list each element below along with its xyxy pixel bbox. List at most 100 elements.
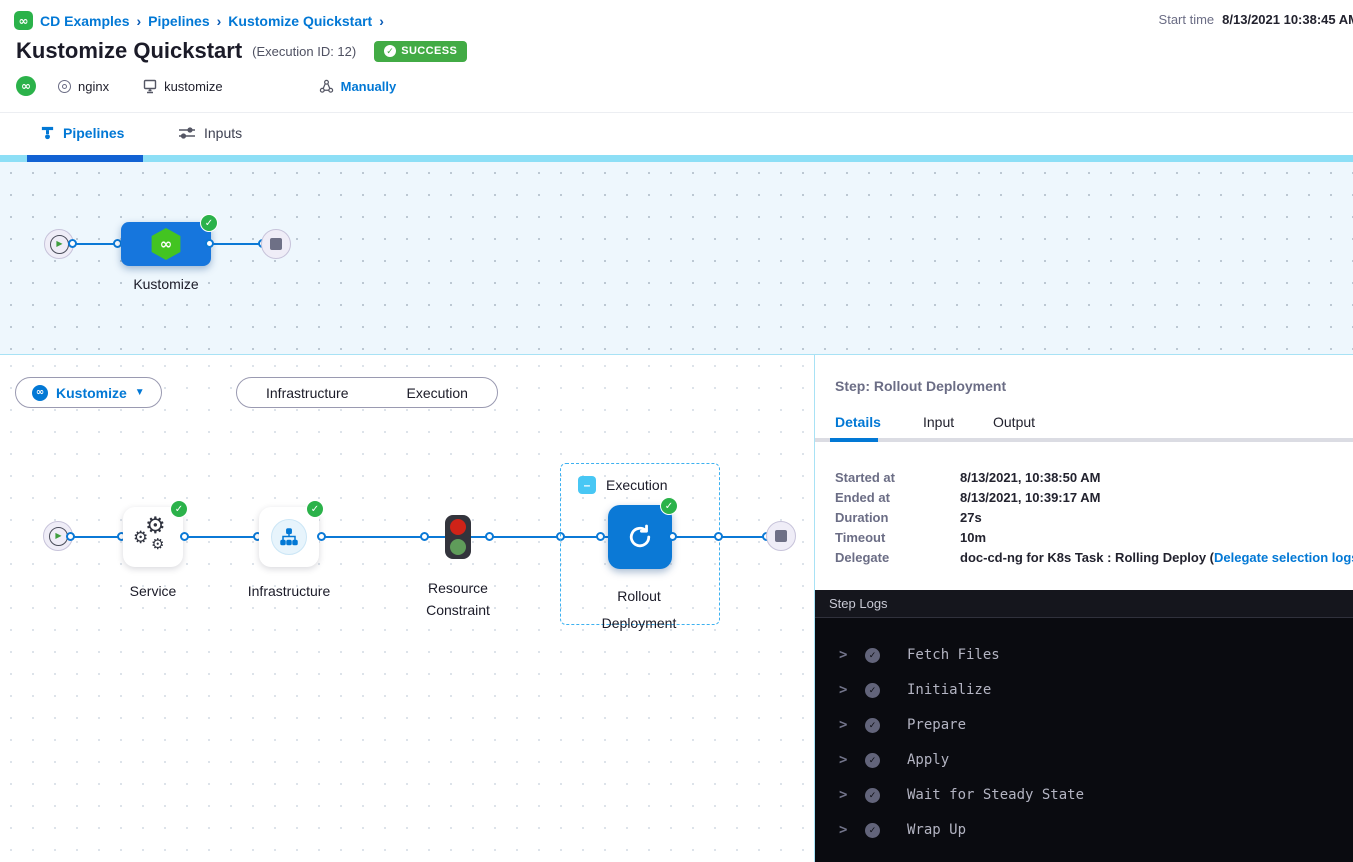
- breadcrumb: ∞ CD Examples › Pipelines › Kustomize Qu…: [14, 11, 384, 30]
- detail-row-timeout: Timeout 10m: [835, 530, 986, 545]
- toggle-infrastructure[interactable]: Infrastructure: [237, 385, 377, 401]
- detail-row-duration: Duration 27s: [835, 510, 982, 525]
- status-badge: ✓ SUCCESS: [374, 41, 467, 62]
- delegate-selection-logs-link[interactable]: Delegate selection logs: [1214, 550, 1353, 565]
- log-section-wrap-up[interactable]: > ✓ Wrap Up: [815, 818, 1353, 842]
- connector-dot: [180, 532, 189, 541]
- detail-row-ended: Ended at 8/13/2021, 10:39:17 AM: [835, 490, 1100, 505]
- chevron-right-icon: >: [839, 682, 847, 698]
- page-header: ∞ CD Examples › Pipelines › Kustomize Qu…: [0, 0, 1353, 112]
- active-tab-indicator: [830, 438, 878, 442]
- connector-dot: [66, 532, 75, 541]
- cd-module-icon: ∞: [14, 11, 33, 30]
- stage-label: Kustomize: [121, 276, 211, 292]
- tab-pipelines[interactable]: Pipelines: [40, 125, 124, 141]
- infrastructure-icon: [271, 519, 307, 555]
- detail-row-started: Started at 8/13/2021, 10:38:50 AM: [835, 470, 1100, 485]
- connector-line: [210, 243, 265, 245]
- detail-label: Ended at: [835, 490, 960, 505]
- tab-input[interactable]: Input: [923, 414, 954, 430]
- rollout-refresh-icon: [626, 523, 654, 551]
- step-label-infrastructure: Infrastructure: [239, 583, 339, 599]
- start-time: Start time 8/13/2021 10:38:45 AM: [1159, 12, 1353, 27]
- log-check-icon: ✓: [865, 788, 880, 803]
- view-toggle: Infrastructure Execution: [236, 377, 498, 408]
- detail-label: Timeout: [835, 530, 960, 545]
- log-check-icon: ✓: [865, 753, 880, 768]
- chevron-right-icon: >: [839, 647, 847, 663]
- gear-icon: ⚙: [151, 537, 164, 552]
- connector-dot: [317, 532, 326, 541]
- check-icon: ✓: [384, 45, 396, 57]
- breadcrumb-cd-examples[interactable]: CD Examples: [40, 13, 129, 29]
- log-section-fetch-files[interactable]: > ✓ Fetch Files: [815, 643, 1353, 667]
- toggle-execution[interactable]: Execution: [377, 385, 496, 401]
- start-time-value: 8/13/2021 10:38:45 AM: [1222, 12, 1353, 27]
- breadcrumb-separator-icon: ›: [136, 13, 141, 29]
- environment-icon: [143, 79, 157, 94]
- log-section-prepare[interactable]: > ✓ Prepare: [815, 713, 1353, 737]
- log-section-wait-for-steady-state[interactable]: > ✓ Wait for Steady State: [815, 783, 1353, 807]
- stop-icon: [270, 238, 282, 250]
- breadcrumb-kustomize-quickstart[interactable]: Kustomize Quickstart: [228, 13, 372, 29]
- success-check-icon: ✓: [200, 214, 218, 232]
- pipeline-icon: [40, 125, 55, 141]
- connector-dot: [714, 532, 723, 541]
- environment-tag[interactable]: kustomize: [143, 79, 223, 94]
- success-check-icon: ✓: [660, 497, 678, 515]
- pipeline-graph: ▶ ∞ ✓ Kustomize: [0, 162, 1353, 355]
- detail-value: 8/13/2021, 10:39:17 AM: [960, 490, 1100, 505]
- detail-label: Delegate: [835, 550, 960, 565]
- detail-value: 10m: [960, 530, 986, 545]
- detail-label: Duration: [835, 510, 960, 525]
- step-node-rollout-deployment[interactable]: ✓: [608, 505, 672, 569]
- breadcrumb-separator-icon: ›: [217, 13, 222, 29]
- detail-row-delegate: Delegate doc-cd-ng for K8s Task : Rollin…: [835, 550, 1353, 565]
- stage-node-kustomize[interactable]: ∞ ✓: [121, 222, 211, 266]
- step-logs-panel: Step Logs > ✓ Fetch Files > ✓ Initialize…: [815, 590, 1353, 862]
- traffic-light-green: [450, 539, 466, 555]
- page-title: Kustomize Quickstart: [16, 38, 242, 64]
- tab-details[interactable]: Details: [835, 414, 881, 430]
- log-check-icon: ✓: [865, 683, 880, 698]
- connector-dot: [205, 239, 214, 248]
- connector-dot: [668, 532, 677, 541]
- trigger-tag[interactable]: Manually: [319, 79, 397, 94]
- service-tag[interactable]: nginx: [58, 79, 109, 94]
- chevron-right-icon: >: [839, 717, 847, 733]
- tab-inputs[interactable]: Inputs: [178, 125, 242, 141]
- gear-icon: ⚙: [133, 530, 148, 547]
- play-icon: ▶: [50, 235, 69, 254]
- detail-value: 8/13/2021, 10:38:50 AM: [960, 470, 1100, 485]
- success-check-icon: ✓: [170, 500, 188, 518]
- execution-end-node[interactable]: [766, 521, 796, 551]
- connector-dot: [420, 532, 429, 541]
- connector-dot: [485, 532, 494, 541]
- collapse-group-icon[interactable]: –: [578, 476, 596, 494]
- log-section-apply[interactable]: > ✓ Apply: [815, 748, 1353, 772]
- step-label-service: Service: [113, 583, 193, 599]
- step-node-service[interactable]: ⚙ ⚙ ⚙ ✓: [123, 507, 183, 567]
- cd-module-icon: ∞: [16, 76, 36, 96]
- cd-stage-icon: ∞: [32, 385, 48, 401]
- log-section-initialize[interactable]: > ✓ Initialize: [815, 678, 1353, 702]
- step-details-panel: Step: Rollout Deployment Details Input O…: [815, 355, 1353, 862]
- step-label-rollout-deployment: Rollout Deployment: [589, 583, 689, 637]
- pipeline-end-node[interactable]: [261, 229, 291, 259]
- chevron-right-icon: >: [839, 752, 847, 768]
- breadcrumb-separator-icon: ›: [379, 13, 384, 29]
- success-check-icon: ✓: [306, 500, 324, 518]
- stage-selector-dropdown[interactable]: ∞ Kustomize ▼: [15, 377, 162, 408]
- step-node-resource-constraint[interactable]: [445, 515, 471, 559]
- breadcrumb-pipelines[interactable]: Pipelines: [148, 13, 209, 29]
- stage-execution-canvas: ∞ Kustomize ▼ Infrastructure Execution ▶…: [0, 355, 815, 862]
- detail-value: doc-cd-ng for K8s Task : Rolling Deploy …: [960, 550, 1353, 565]
- harness-cd-hexagon-icon: ∞: [150, 228, 182, 260]
- step-node-infrastructure[interactable]: ✓: [259, 507, 319, 567]
- chevron-right-icon: >: [839, 787, 847, 803]
- group-label: Execution: [606, 477, 667, 493]
- active-tab-indicator: [27, 155, 143, 162]
- inputs-icon: [178, 126, 196, 140]
- chevron-right-icon: >: [839, 822, 847, 838]
- tab-output[interactable]: Output: [993, 414, 1035, 430]
